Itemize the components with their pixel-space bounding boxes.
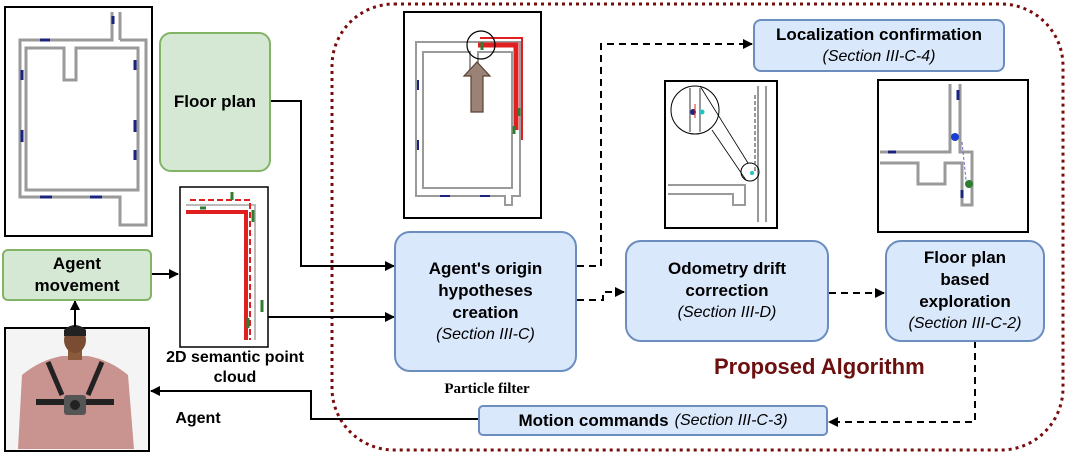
- odometry-label-line2: correction: [685, 281, 769, 300]
- odometry-section: (Section III-D): [677, 304, 777, 321]
- proposed-algorithm-title: Proposed Algorithm: [714, 354, 925, 379]
- motion-commands-box: Motion commands (Section III-C-3): [478, 405, 828, 436]
- floor-plan-box: Floor plan: [159, 32, 271, 172]
- arrow-origin-to-odometry: [577, 287, 625, 301]
- origin-label-line2: hypotheses: [438, 280, 533, 300]
- agent-movement-label-line2: movement: [34, 276, 120, 295]
- localization-label: Localization confirmation: [776, 24, 982, 44]
- arrow-floorplan-to-origin: [271, 100, 395, 271]
- exploration-box: Floor plan based exploration (Section II…: [885, 240, 1045, 342]
- agent-movement-box: Agent movement: [2, 249, 152, 301]
- exploration-map-image: [877, 79, 1029, 233]
- exploration-label-line1: Floor plan: [923, 248, 1007, 267]
- arrow-exploration-to-motion: [828, 341, 976, 427]
- floor-plan-label: Floor plan: [173, 92, 257, 111]
- semantic-point-cloud-image: [179, 186, 269, 348]
- semantic-point-cloud-label: 2D semantic point cloud: [152, 348, 318, 388]
- arrow-motion-to-agent: [150, 386, 478, 420]
- agent-label: Agent: [175, 410, 221, 427]
- semantic-label-line1: 2D semantic point: [166, 349, 304, 366]
- floor-plan-image: [4, 6, 153, 237]
- semantic-label-line2: cloud: [213, 369, 257, 386]
- motion-label: Motion commands: [518, 410, 669, 430]
- odometry-label-line1: Odometry drift: [667, 259, 787, 278]
- agent-movement-label-line1: Agent: [52, 254, 102, 273]
- particle-filter-label: Particle filter: [444, 381, 530, 397]
- origin-hypotheses-box: Agent's origin hypotheses creation (Sect…: [394, 231, 577, 372]
- trajectory-map-image: [403, 11, 542, 219]
- proposed-algorithm-region: [330, 2, 1065, 452]
- odometry-zoom-image: [664, 80, 778, 229]
- origin-section: (Section III-C): [436, 325, 535, 343]
- exploration-label-line2: based: [940, 270, 990, 289]
- motion-section: (Section III-C-3): [674, 411, 788, 429]
- localization-section: (Section III-C-4): [822, 47, 936, 65]
- odometry-correction-box: Odometry drift correction (Section III-D…: [625, 240, 829, 342]
- agent-photo: [4, 325, 150, 452]
- localization-confirmation-box: Localization confirmation (Section III-C…: [753, 19, 1005, 72]
- origin-label-line3: creation: [452, 302, 519, 322]
- exploration-label-line3: exploration: [919, 292, 1011, 311]
- arrow-origin-to-localization: [577, 39, 753, 267]
- exploration-section: (Section III-C-2): [908, 315, 1022, 332]
- origin-label-line1: Agent's origin: [428, 258, 543, 278]
